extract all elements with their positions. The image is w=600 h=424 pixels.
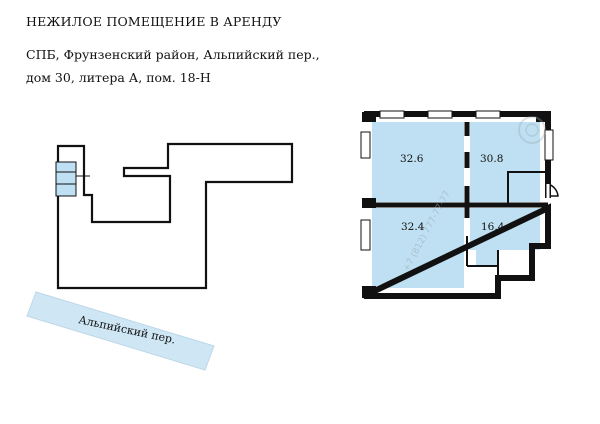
address-line-1: СПБ, Фрунзенский район, Альпийский пер., [26,47,320,62]
watermark-logo-icon [518,116,546,144]
highlighted-unit [55,161,77,197]
page-title: НЕЖИЛОЕ ПОМЕЩЕНИЕ В АРЕНДУ [26,14,282,29]
address-line-2: дом 30, литера А, пом. 18-Н [26,70,211,85]
room-area-label: 32.4 [401,221,425,233]
building-outline [55,142,294,290]
unit-plan: 32.6 30.8 32.4 16.4 +7 (812) 777-77-77 [360,110,559,299]
street: Альпийский пер. [26,291,215,371]
room-area-label: 16.4 [481,221,505,233]
room-area-label: 30.8 [480,153,503,165]
room-area-label: 32.6 [400,153,424,165]
